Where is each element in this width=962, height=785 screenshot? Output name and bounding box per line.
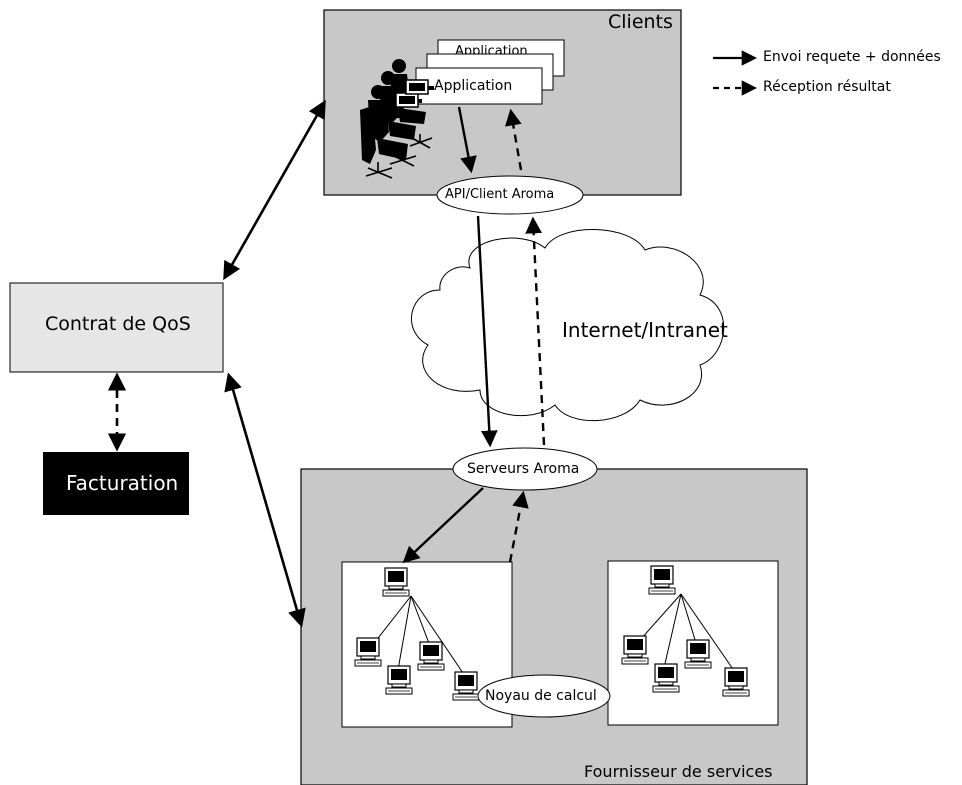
network-label: Internet/Intranet	[562, 318, 728, 342]
server-computer-icon	[452, 671, 480, 701]
arrow-app-to-api	[457, 106, 477, 174]
serveurs-aroma-label: Serveurs Aroma	[467, 461, 580, 477]
app-back-label: Application	[455, 44, 528, 54]
server-computer-icon	[385, 665, 413, 695]
arrow-api-to-servers	[476, 215, 498, 448]
qos-contract-box	[9, 282, 224, 373]
legend-send-label: Envoi requete + données	[763, 49, 941, 65]
serveurs-aroma-node	[452, 447, 598, 491]
users-icon	[360, 59, 434, 164]
cluster-right-network	[639, 593, 736, 673]
server-computer-icon	[652, 663, 680, 693]
arrow-servers-to-api-result	[525, 216, 546, 446]
server-computer-icon	[621, 635, 649, 665]
arrow-servers-to-cluster	[402, 487, 484, 564]
server-computer-icon	[382, 567, 410, 597]
link-contract-clients	[223, 99, 326, 281]
provider-title: Fournisseur de services	[584, 762, 773, 781]
arrow-api-to-app-result	[505, 108, 523, 171]
application-label: Application	[434, 78, 513, 94]
billing-label: Facturation	[66, 471, 179, 495]
qos-contract-label: Contrat de QoS	[45, 313, 191, 335]
server-computer-icon	[417, 641, 445, 671]
server-computer-icon	[648, 565, 676, 595]
legend-receive-label: Réception résultat	[763, 79, 891, 95]
noyau-de-calcul-label: Noyau de calcul	[485, 688, 597, 704]
internet-cloud	[411, 229, 725, 422]
arrow-cluster-to-servers-result	[508, 490, 529, 563]
app-window-front	[415, 67, 543, 105]
office-chairs-icon	[365, 134, 433, 179]
api-client-aroma-label: API/Client Aroma	[445, 187, 555, 202]
link-contract-provider	[224, 372, 306, 628]
clients-title: Clients	[608, 11, 673, 33]
api-client-aroma-node	[436, 175, 584, 215]
server-computer-icon	[684, 639, 712, 669]
server-computer-icon	[722, 667, 750, 697]
cluster-left-network	[374, 595, 466, 677]
server-computer-icon	[354, 637, 382, 667]
noyau-de-calcul-node	[477, 674, 611, 718]
billing-box	[43, 452, 189, 515]
